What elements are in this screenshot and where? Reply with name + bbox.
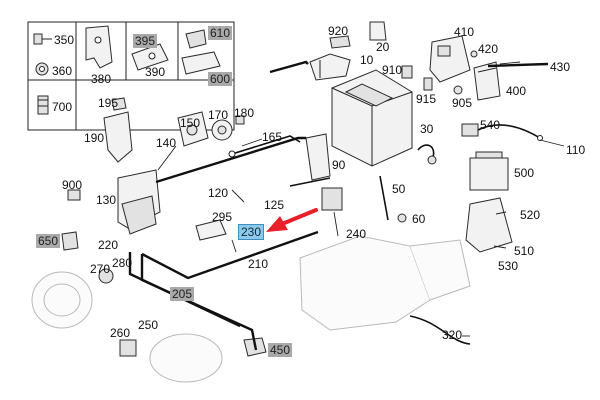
callout-50: 50 (392, 182, 406, 196)
callout-410: 410 (454, 25, 475, 39)
callout-650: 650 (36, 234, 61, 248)
nut-icon (35, 62, 49, 76)
callout-420: 420 (478, 42, 499, 56)
callout-450: 450 (268, 343, 293, 357)
switch-170-icon (211, 119, 233, 141)
callout-120: 120 (208, 186, 229, 200)
callout-530: 530 (498, 259, 519, 273)
bushing-260-icon (119, 339, 137, 357)
callout-205: 205 (170, 287, 195, 301)
callout-190: 190 (84, 131, 105, 145)
connector-915-icon (423, 77, 433, 91)
callout-915: 915 (416, 92, 437, 106)
bracket-380-icon (85, 25, 113, 69)
callout-910: 910 (382, 63, 403, 77)
callout-905: 905 (452, 96, 473, 110)
relay-150-icon (177, 111, 209, 147)
callout-500: 500 (514, 166, 535, 180)
fuse-block-90-icon (305, 133, 331, 181)
relay-410-icon (429, 35, 471, 83)
battery-500-icon (469, 151, 509, 191)
callout-395: 395 (133, 34, 158, 48)
callout-195: 195 (98, 96, 119, 110)
callout-900: 900 (62, 178, 83, 192)
connector-420-icon (470, 50, 478, 58)
callout-165: 165 (262, 130, 283, 144)
bolt-icon (33, 33, 52, 45)
connector-910-icon (401, 65, 413, 79)
callout-430: 430 (550, 60, 571, 74)
callout-125: 125 (264, 198, 285, 212)
cable-110-icon (461, 123, 543, 141)
callout-210: 210 (248, 257, 269, 271)
callout-270: 270 (90, 262, 111, 276)
fuse-holder-10-icon (309, 53, 351, 81)
connector-240-icon (321, 187, 343, 211)
callout-150: 150 (180, 116, 201, 130)
callout-10: 10 (360, 53, 374, 67)
clip-610-icon (181, 29, 221, 75)
terminal-905-icon (453, 85, 463, 95)
callout-600: 600 (208, 72, 233, 86)
small-parts-grid (27, 21, 235, 131)
callout-400: 400 (506, 84, 527, 98)
bracket-390-icon (131, 43, 169, 71)
cable-320-icon (409, 315, 471, 345)
connector-700-icon (37, 95, 49, 115)
engine-icon (299, 235, 471, 331)
battery-main-icon (331, 69, 413, 167)
mount-510-icon (465, 197, 513, 253)
callout-30: 30 (420, 122, 434, 136)
callout-20: 20 (376, 40, 390, 54)
callout-240: 240 (346, 227, 367, 241)
cap-900-icon (67, 189, 81, 201)
callout-140: 140 (156, 136, 177, 150)
callout-920: 920 (328, 24, 349, 38)
pulley-270-icon (98, 268, 114, 284)
cable-165-icon (228, 135, 301, 158)
fuse-box-920-icon (329, 21, 387, 49)
clip-180-icon (235, 115, 245, 125)
sensor-195-icon (111, 97, 127, 111)
callout-610: 610 (208, 26, 233, 40)
callout-360: 360 (52, 64, 73, 78)
callout-170: 170 (208, 108, 229, 122)
callout-110: 110 (566, 143, 586, 157)
callout-220: 220 (98, 238, 119, 252)
callout-60: 60 (412, 212, 426, 226)
callout-510: 510 (514, 244, 535, 258)
highlight-arrow (266, 208, 318, 232)
bracket-295-icon (195, 219, 227, 241)
callout-180: 180 (234, 106, 255, 120)
callout-295: 295 (212, 210, 233, 224)
callout-280: 280 (112, 256, 133, 270)
leader-lines (157, 61, 565, 337)
callout-130: 130 (96, 193, 117, 207)
callout-250: 250 (138, 318, 159, 332)
grommet-60-icon (397, 213, 407, 223)
callout-390: 390 (145, 65, 166, 79)
callout-540: 540 (480, 118, 501, 132)
plug-30-icon (417, 144, 437, 165)
callout-90: 90 (332, 158, 346, 172)
callout-380: 380 (91, 72, 112, 86)
starter-icon (149, 333, 223, 383)
callout-700: 700 (52, 100, 73, 114)
callout-230: 230 (237, 224, 265, 240)
relay-650-icon (61, 231, 79, 251)
callout-350: 350 (54, 33, 75, 47)
harness-wires (128, 60, 549, 351)
callout-520: 520 (520, 208, 541, 222)
alternator-icon (31, 271, 93, 329)
control-unit-130-icon (117, 169, 161, 235)
callout-320: 320 (442, 328, 463, 342)
module-190-icon (103, 111, 133, 163)
callout-260: 260 (110, 326, 131, 340)
aux-battery-400-icon (473, 61, 501, 101)
